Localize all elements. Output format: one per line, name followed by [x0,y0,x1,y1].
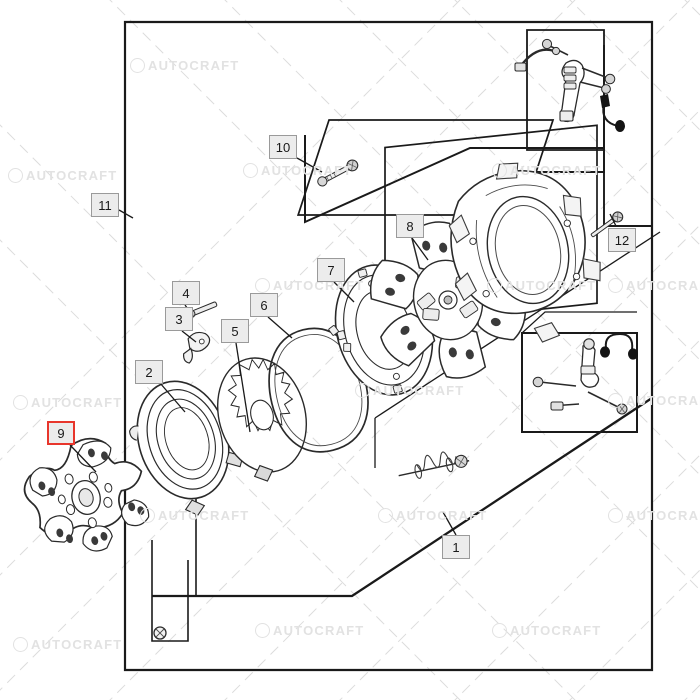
callout-label-1[interactable]: 1 [442,535,470,559]
leader-3 [181,330,197,343]
lower-right-rod-a [532,376,577,388]
leader-10 [296,157,323,173]
upper-right-rod-b [581,67,616,85]
lower-right-lever [580,338,600,388]
subpanel-lower-right-skew [521,311,637,334]
housing-floor-diagonal [152,397,653,598]
leader-12 [609,213,617,227]
upper-right-rod-c [579,81,611,94]
leader-9 [69,444,97,473]
lower-right-rod-c [587,391,628,415]
callout-label-12[interactable]: 12 [608,228,636,252]
callout-label-9[interactable]: 9 [47,421,75,445]
leader-7 [333,281,355,303]
callout-label-2[interactable]: 2 [135,360,163,384]
callout-label-5[interactable]: 5 [221,319,249,343]
callout-label-10[interactable]: 10 [269,135,297,159]
subpanel-upper-right [526,29,605,151]
leader-6 [267,316,293,339]
callout-label-7[interactable]: 7 [317,258,345,282]
bellhousing-body [448,162,601,343]
lower-right-sensor-lead [600,332,638,360]
callout-label-4[interactable]: 4 [172,281,200,305]
flex-drive-plate-star [23,437,150,552]
main-housing-outline [123,20,654,672]
splined-clutch-disc [216,357,308,482]
leader-2 [159,382,186,413]
diagonal-divider-upper [304,135,604,224]
leader-11 [118,209,134,219]
leader-1 [442,511,457,536]
upper-right-parts-group [514,38,625,132]
upper-right-sensor-lead [600,94,625,132]
lower-left-bracket [151,540,189,642]
damper-spring-assembly [398,451,470,479]
callout-label-11[interactable]: 11 [91,193,119,217]
lower-right-rod-b [550,401,580,411]
inner-housing-step-2 [603,122,652,227]
mounting-bolt-upper [317,159,359,187]
callout-label-6[interactable]: 6 [250,293,278,317]
callout-leader-lines [69,157,617,536]
upper-right-cable-hose [514,46,561,72]
subpanel-lower-right [521,332,638,433]
lower-right-parts-group [532,332,638,415]
leader-8 [411,237,429,261]
small-bracket-clip [183,331,211,364]
callout-label-8[interactable]: 8 [396,214,424,238]
callout-label-3[interactable]: 3 [165,307,193,331]
leader-5 [235,342,251,433]
